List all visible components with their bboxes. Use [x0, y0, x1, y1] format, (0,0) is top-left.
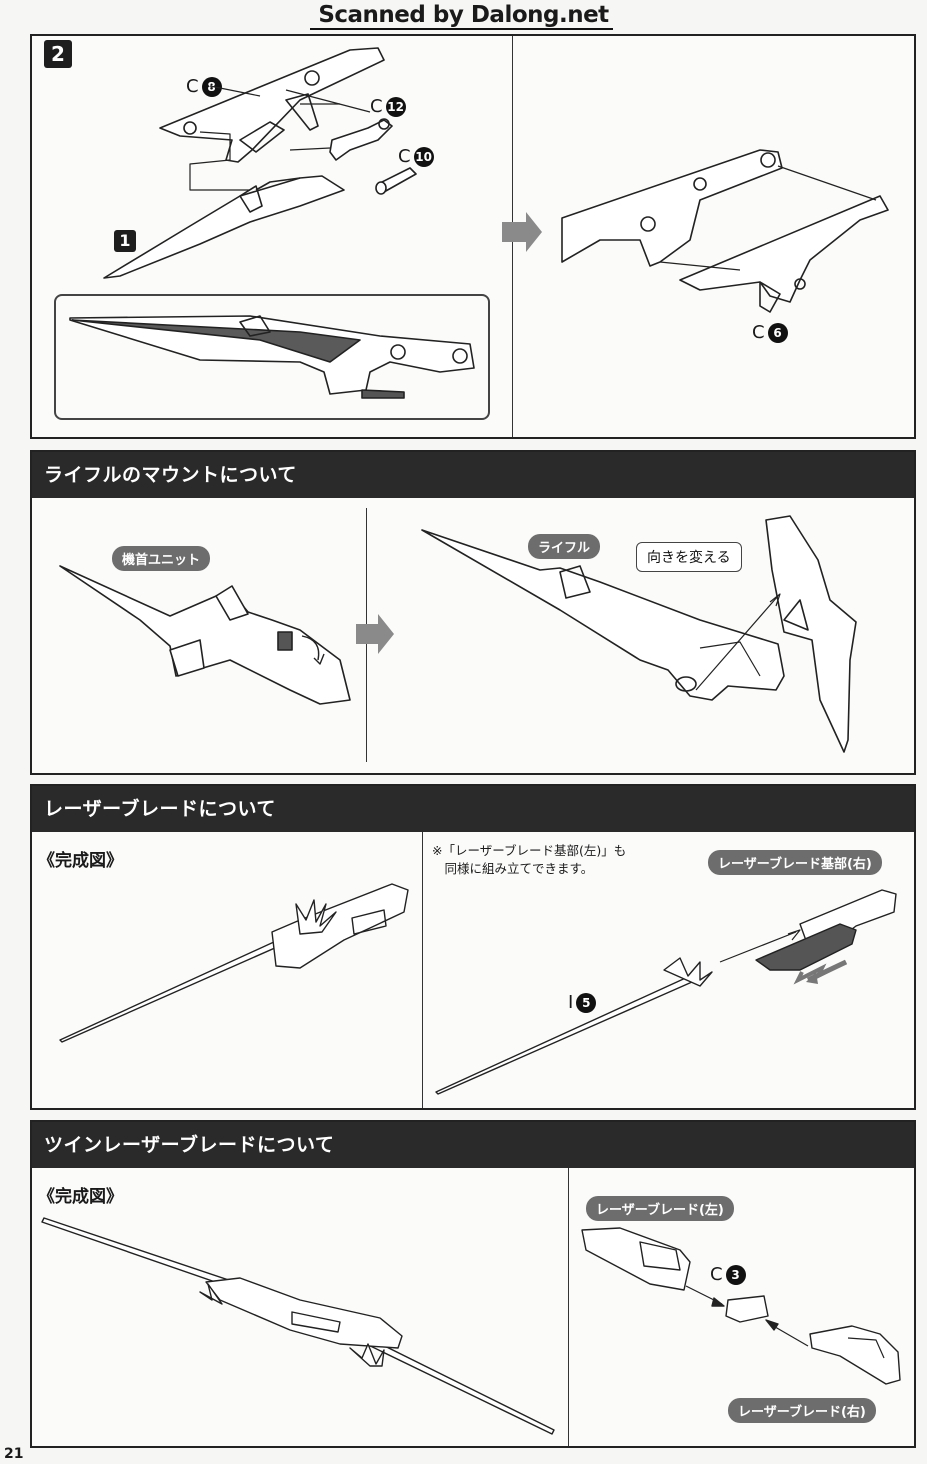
part-number: 5 [576, 992, 597, 1013]
tag-blade-left: レーザーブレード(左) [586, 1196, 734, 1221]
step-arrow-icon [356, 614, 394, 654]
rifle-mount-header: ライフルのマウントについて [32, 452, 914, 498]
part-letter: C [710, 1264, 723, 1285]
part-label-c12: C 12 [370, 96, 406, 117]
part-letter: C [186, 76, 199, 97]
part-label-c10: C 10 [398, 146, 434, 167]
substep-number-1: 1 [114, 230, 136, 252]
part-number: 10 [413, 146, 434, 167]
page-number: 21 [4, 1446, 24, 1462]
step2-exploded-illustration [69, 47, 889, 399]
part-label-i5: I 5 [568, 992, 597, 1013]
tag-rifle: ライフル [528, 534, 601, 559]
rifle-mount-illustration [59, 515, 857, 753]
twin-blade-completed-label: 《完成図》 [38, 1187, 123, 1207]
part-number: 3 [725, 1264, 746, 1285]
part-letter: C [370, 96, 383, 117]
part-letter: C [398, 146, 411, 167]
part-letter: C [752, 322, 765, 343]
twin-blade-divider [568, 1168, 569, 1446]
scan-credit-underline [310, 28, 613, 30]
tag-blade-right: レーザーブレード(右) [728, 1398, 876, 1423]
part-label-c6: C 6 [752, 322, 788, 343]
tag-nose-unit: 機首ユニット [112, 546, 211, 571]
laser-blade-panel [30, 784, 916, 1110]
step-number-2: 2 [44, 40, 72, 68]
part-number: 12 [385, 96, 406, 117]
scan-credit: Scanned by Dalong.net [318, 2, 609, 28]
step-arrow-icon [502, 212, 542, 252]
tag-blade-base-right: レーザーブレード基部(右) [708, 850, 882, 875]
laser-blade-header: レーザーブレードについて [32, 786, 914, 832]
tag-change-direction: 向きを変える [636, 542, 742, 572]
laser-blade-divider [422, 832, 423, 1108]
step2-detail-inset [54, 294, 490, 420]
part-letter: I [568, 992, 574, 1013]
twin-blade-header: ツインレーザーブレードについて [32, 1122, 914, 1168]
part-number: 6 [767, 322, 788, 343]
laser-blade-note: ※「レーザーブレード基部(左)」も 同様に組み立てできます。 [432, 843, 627, 876]
laser-blade-completed-label: 《完成図》 [38, 851, 123, 871]
part-label-c3: C 3 [710, 1264, 746, 1285]
laser-blade-illustration [59, 883, 897, 1095]
